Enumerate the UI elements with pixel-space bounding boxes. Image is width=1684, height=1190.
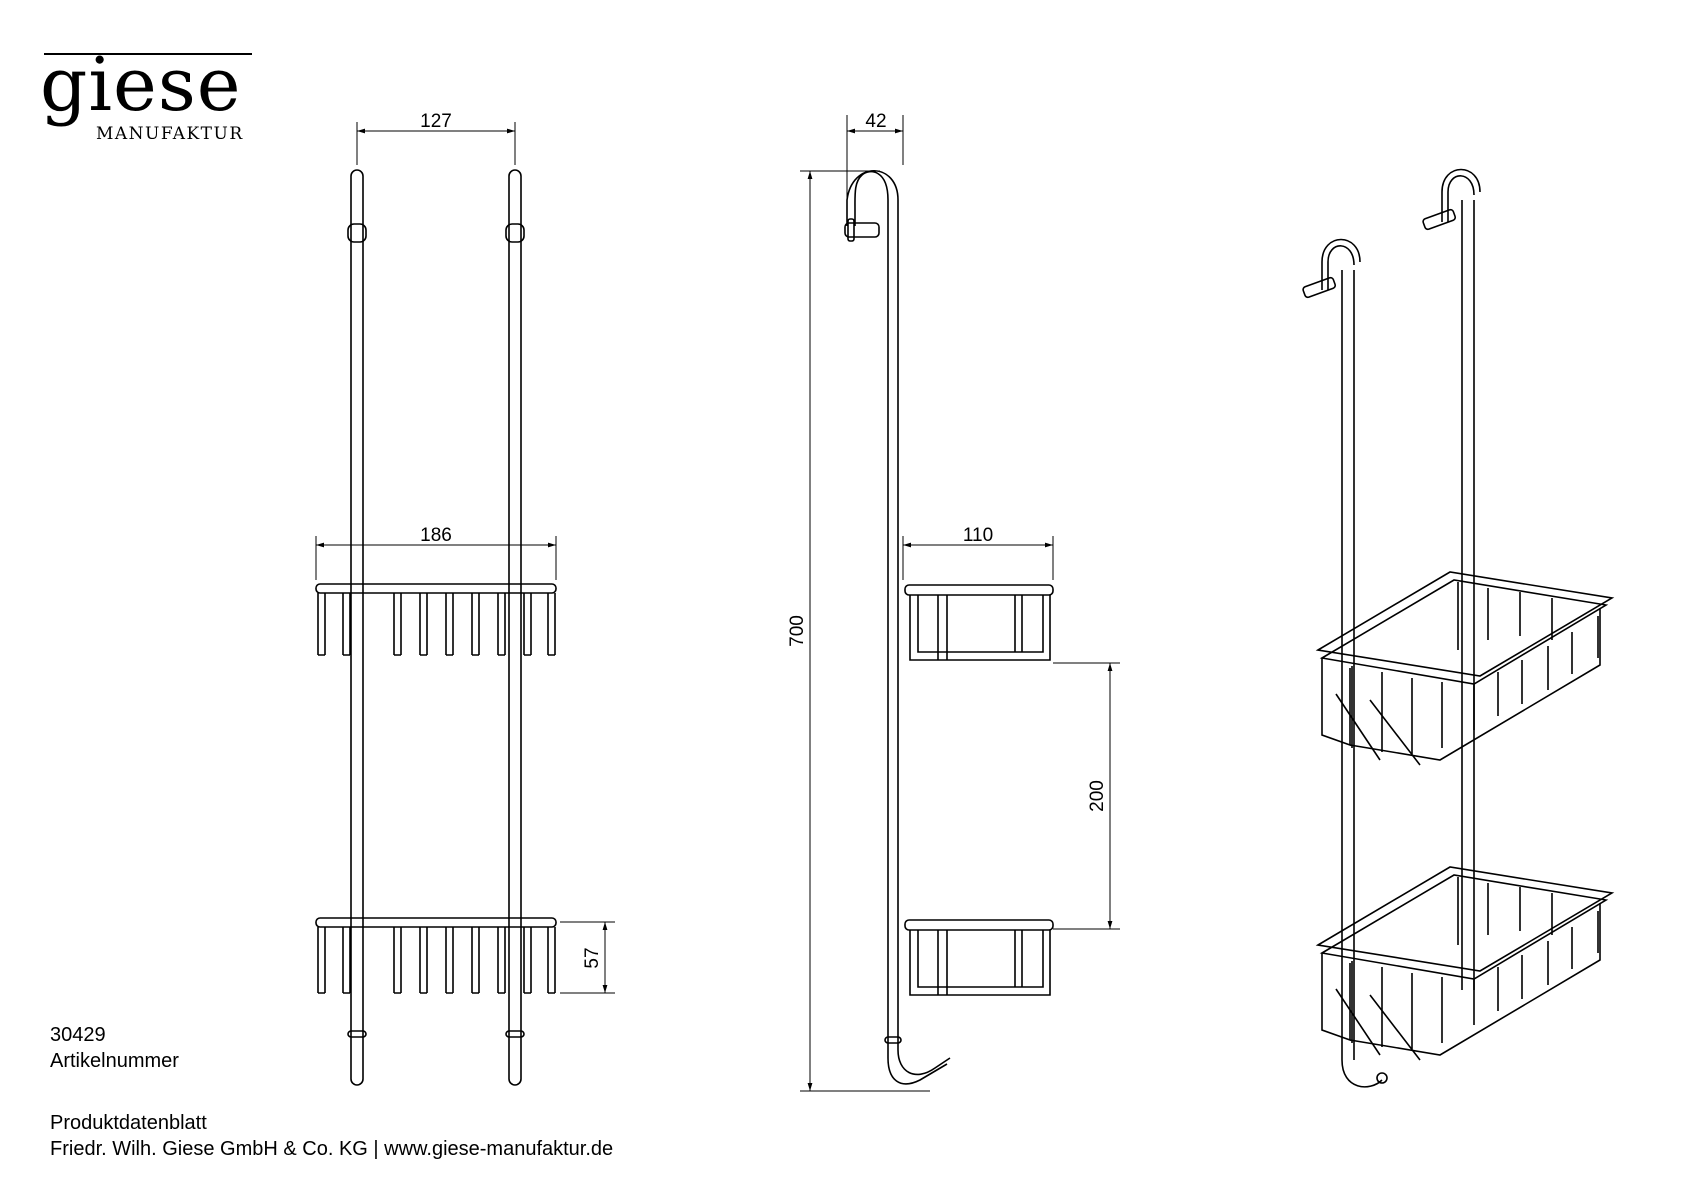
front-left-clip: [347, 1030, 367, 1038]
logo-rule: [44, 53, 252, 55]
article-block: 30429 Artikelnummer: [50, 1022, 179, 1074]
article-number: 30429: [50, 1024, 106, 1046]
side-dimensions: [800, 115, 1120, 1092]
front-dimensions: [315, 122, 615, 994]
side-rail: [846, 169, 951, 1085]
footer-block: Produktdatenblatt Friedr. Wilh. Giese Gm…: [50, 1110, 613, 1162]
dim-basket-spacing: 200: [1087, 780, 1108, 812]
front-view: [315, 169, 557, 1086]
footer-title: Produktdatenblatt: [50, 1112, 207, 1134]
side-view: [844, 169, 1054, 1085]
persp-left-rail: [1341, 270, 1355, 1060]
persp-right-rail: [1461, 200, 1475, 990]
front-lower-basket: [315, 917, 557, 994]
dim-wall-offset: 42: [865, 111, 886, 132]
side-lower-basket: [904, 919, 1054, 996]
dim-basket-depth: 110: [963, 525, 993, 546]
dim-rail-spacing: 127: [420, 111, 452, 132]
dim-basket-width: 186: [420, 525, 452, 546]
side-wall-knob: [844, 222, 880, 238]
front-left-rail: [350, 169, 364, 1086]
dim-total-height: 700: [787, 615, 808, 647]
perspective-view: [1302, 168, 1615, 1088]
front-right-rail: [508, 169, 522, 1086]
logo-wordmark: giese: [40, 42, 242, 128]
side-upper-basket: [904, 584, 1054, 661]
front-right-hook: [505, 223, 525, 243]
persp-lower-basket: [1315, 866, 1615, 1061]
front-upper-basket: [315, 583, 557, 656]
front-left-hook: [347, 223, 367, 243]
logo-subtitle: MANUFAKTUR: [96, 124, 244, 144]
dim-basket-height: 57: [582, 947, 603, 968]
footer-company: Friedr. Wilh. Giese GmbH & Co. KG | www.…: [50, 1138, 614, 1160]
front-right-clip: [505, 1030, 525, 1038]
brand-logo: giese MANUFAKTUR: [40, 42, 260, 150]
article-label: Artikelnummer: [50, 1050, 179, 1072]
persp-upper-basket: [1315, 571, 1615, 766]
